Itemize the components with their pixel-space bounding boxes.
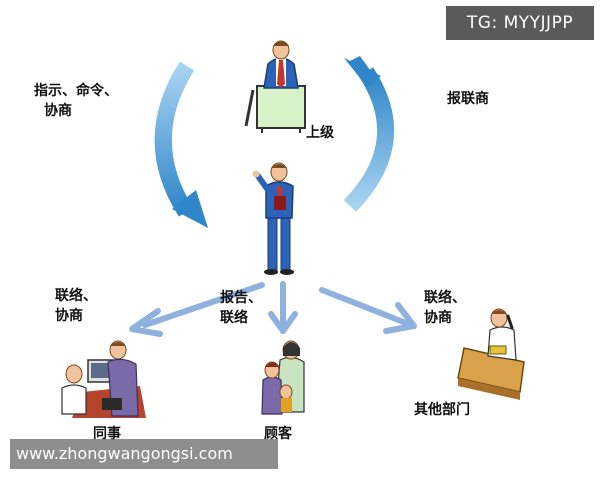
edge-label-report: 报联商 — [447, 90, 489, 107]
node-label-other-department: 其他部门 — [414, 401, 470, 418]
edge-label-colleague-line1: 联络、 — [55, 287, 97, 304]
edge-label-customer-line2: 联络 — [220, 309, 248, 326]
curved-arrow-down-left — [154, 61, 208, 228]
colleague-figures-illustration — [61, 340, 146, 418]
customer-figures-illustration — [261, 340, 305, 415]
node-label-colleague: 同事 — [93, 425, 121, 442]
other-department-figure-illustration — [457, 308, 525, 400]
node-label-customer: 顾客 — [264, 425, 293, 442]
edge-label-colleague-line2: 协商 — [55, 307, 83, 324]
arrow-to-customer — [268, 281, 298, 334]
node-label-superior: 上级 — [306, 124, 335, 141]
edge-label-instruct-line2: 协商 — [44, 102, 72, 119]
arrow-to-other-department — [319, 287, 417, 334]
arrow-to-colleague — [129, 282, 265, 337]
edge-label-customer-line1: 报告、 — [220, 289, 262, 306]
curved-arrow-up-right — [343, 56, 394, 212]
superior-figure-illustration — [244, 40, 306, 133]
telegram-watermark-badge: TG: MYYJJPP — [446, 6, 594, 40]
self-figure-illustration — [252, 162, 294, 275]
website-watermark-banner: www.zhongwangongsi.com — [10, 439, 278, 469]
edge-label-instruct-line1: 指示、命令、 — [34, 82, 118, 99]
edge-label-other-dept-line1: 联络、 — [424, 289, 466, 306]
edge-label-other-dept-line2: 协商 — [424, 309, 452, 326]
